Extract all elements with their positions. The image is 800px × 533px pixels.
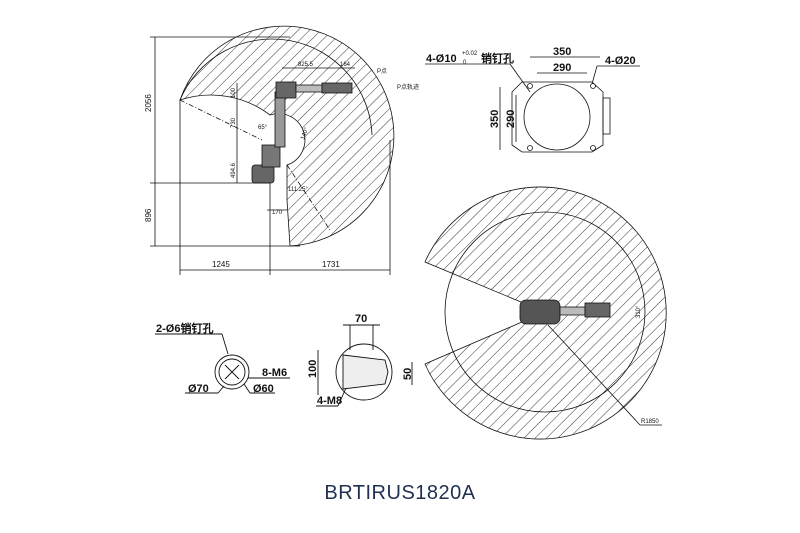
- dim-494: 494.6: [231, 162, 237, 178]
- model-title: BRTIRUS1820A: [324, 482, 476, 504]
- radius-label: R1850: [641, 419, 659, 425]
- dim-1245: 1245: [212, 260, 230, 269]
- p-point-label: P点: [377, 67, 387, 75]
- wrist-dim-70: 70: [355, 313, 367, 325]
- wrist-dim-100: 100: [307, 360, 319, 378]
- pin-hole-label: 4-Ø10: [426, 53, 457, 65]
- robot-side-silhouette: [251, 81, 353, 184]
- side-work-envelope: [179, 25, 395, 247]
- pin-hole-suffix: 销钉孔: [481, 51, 514, 65]
- angle-65: 65°: [258, 125, 268, 131]
- flange-pin-hole: 2-Ø6销钉孔: [156, 321, 213, 335]
- dim-825: 825.5: [298, 62, 314, 68]
- dim-1731: 1731: [322, 260, 340, 269]
- top-view: [424, 186, 667, 440]
- dim-100: 100: [231, 87, 237, 98]
- flange-view: [155, 333, 290, 394]
- flange-d70: Ø70: [188, 383, 209, 395]
- rotation-angle: 310°: [636, 305, 642, 318]
- wrist-view: [316, 324, 413, 407]
- dim-2056: 2056: [144, 94, 153, 112]
- dim-896: 896: [144, 208, 153, 222]
- angle-111: 111.25°: [288, 187, 308, 193]
- wrist-dim-50: 50: [402, 368, 414, 380]
- base-view: [425, 56, 640, 153]
- base-view-labels: 4-Ø10 +0.02 0 销钉孔 4-Ø20 350 290 350 290: [426, 46, 636, 128]
- dim-730: 730: [231, 117, 237, 128]
- flange-view-labels: 2-Ø6销钉孔 8-M6 Ø70 Ø60: [156, 321, 287, 395]
- dim-290-height: 290: [505, 110, 517, 128]
- wrist-view-labels: 70 100 50 4-M8: [307, 313, 414, 407]
- p-trajectory-label: P点轨迹: [397, 83, 419, 91]
- wrist-thread: 4-M8: [317, 395, 342, 407]
- dim-290-width: 290: [553, 62, 571, 74]
- angle-140: 140°: [300, 126, 310, 140]
- flange-thread: 8-M6: [262, 367, 287, 379]
- dim-350-height: 350: [489, 110, 501, 128]
- robot-top-silhouette: [519, 299, 611, 325]
- tolerance-upper: +0.02: [462, 51, 478, 57]
- dim-164: 164: [340, 62, 351, 68]
- top-view-labels: 310° R1850: [636, 305, 659, 425]
- flange-d60: Ø60: [253, 383, 274, 395]
- tolerance-lower: 0: [463, 60, 467, 66]
- side-view: [150, 25, 395, 275]
- bolt-hole-label: 4-Ø20: [605, 55, 636, 67]
- side-view-labels: 2056 896 1245 1731 825.5 164 100 730 494…: [144, 62, 419, 269]
- dim-350-width: 350: [553, 46, 571, 58]
- dim-170: 170: [272, 210, 283, 216]
